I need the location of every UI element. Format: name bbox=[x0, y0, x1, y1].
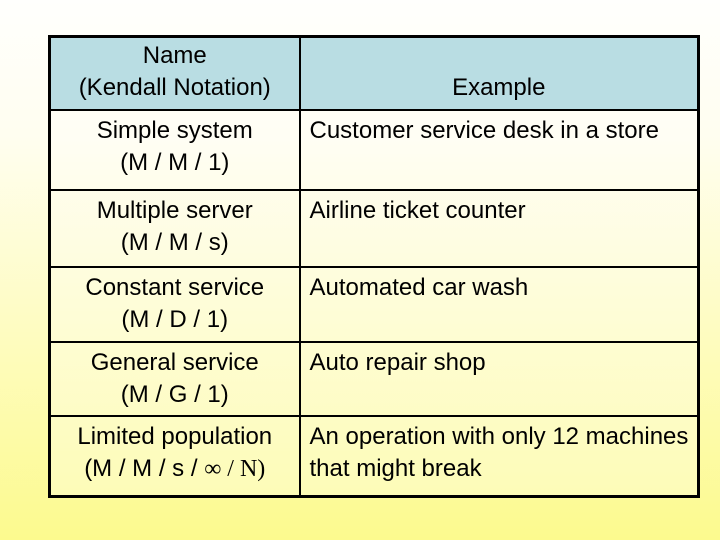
example-text: Customer service desk in a store bbox=[309, 117, 659, 144]
example-text: Airline ticket counter bbox=[309, 197, 526, 224]
header-name-cell: Name (Kendall Notation) bbox=[48, 35, 301, 111]
header-example-cell: Example bbox=[298, 35, 700, 111]
cell-name-simple-system: Simple system (M / M / 1) bbox=[48, 109, 301, 191]
kendall-notation: (M / M / s) bbox=[120, 229, 229, 256]
table-row: Constant service (M / D / 1) Automated c… bbox=[48, 266, 700, 343]
cell-example-constant-service: Automated car wash bbox=[298, 266, 700, 343]
system-name: General service bbox=[90, 349, 259, 376]
header-example-label: Example bbox=[452, 74, 546, 101]
system-name: Limited population bbox=[77, 423, 273, 450]
cell-example-simple-system: Customer service desk in a store bbox=[298, 109, 700, 191]
cell-name-multiple-server: Multiple server (M / M / s) bbox=[48, 189, 301, 268]
table-row: Limited population (M / M / s / ∞ / N) A… bbox=[48, 415, 700, 497]
example-text: An operation with only 12 machines that … bbox=[309, 423, 689, 482]
example-text: Automated car wash bbox=[309, 274, 529, 301]
system-name: Simple system bbox=[96, 117, 253, 144]
cell-example-general-service: Auto repair shop bbox=[298, 341, 700, 417]
cell-name-constant-service: Constant service (M / D / 1) bbox=[48, 266, 301, 343]
infinity-n-serif-notation: ∞ / N) bbox=[204, 456, 266, 482]
cell-example-multiple-server: Airline ticket counter bbox=[298, 189, 700, 268]
cell-name-general-service: General service (M / G / 1) bbox=[48, 341, 301, 417]
example-text: Auto repair shop bbox=[309, 349, 486, 376]
system-name: Multiple server bbox=[96, 197, 253, 224]
header-name-line1: Name bbox=[142, 42, 207, 69]
kendall-notation: (M / D / 1) bbox=[121, 306, 229, 333]
table-row: Multiple server (M / M / s) Airline tick… bbox=[48, 189, 700, 268]
table-row: Simple system (M / M / 1) Customer servi… bbox=[48, 109, 700, 191]
kendall-notation: (M / M / 1) bbox=[120, 149, 230, 176]
header-name-line2: (Kendall Notation) bbox=[78, 74, 271, 101]
cell-name-limited-population: Limited population (M / M / s / ∞ / N) bbox=[48, 415, 301, 497]
system-name: Constant service bbox=[85, 274, 265, 301]
table-row: General service (M / G / 1) Auto repair … bbox=[48, 341, 700, 417]
cell-example-limited-population: An operation with only 12 machines that … bbox=[298, 415, 700, 497]
kendall-notation-table: Name (Kendall Notation) Example Simple s… bbox=[48, 35, 700, 498]
kendall-notation: (M / M / s / ∞ / N) bbox=[84, 455, 266, 482]
table-header-row: Name (Kendall Notation) Example bbox=[48, 35, 700, 111]
kendall-notation: (M / G / 1) bbox=[120, 381, 229, 408]
